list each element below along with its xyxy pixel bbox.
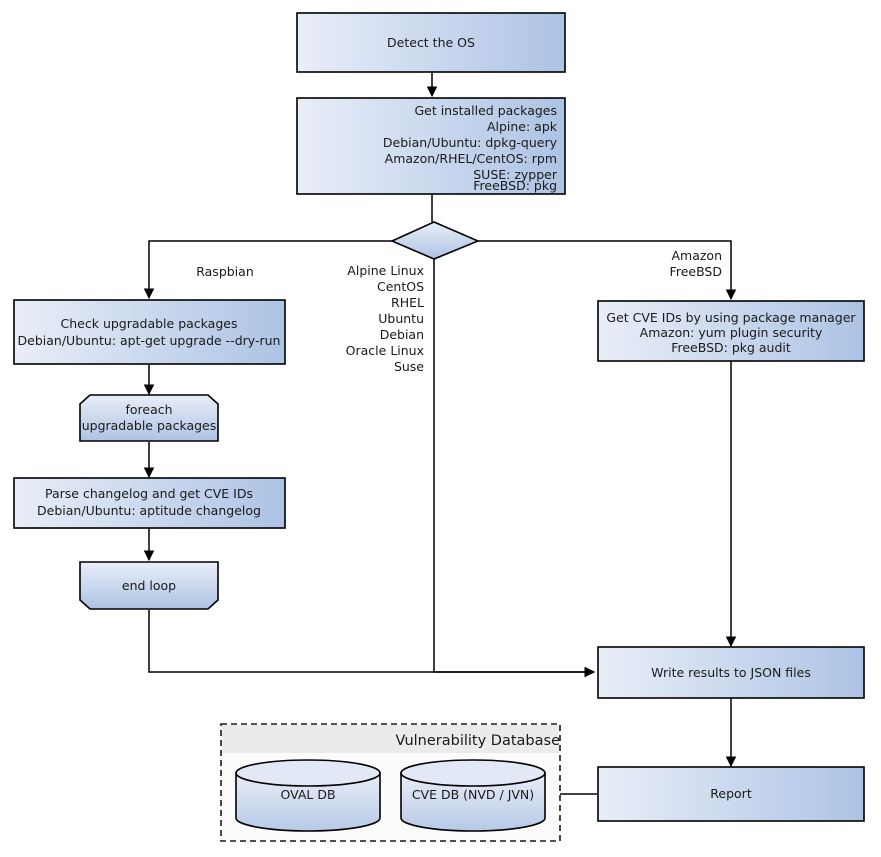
check-upgradable-line-0: Check upgradable packages	[61, 316, 238, 331]
node-get-cve-ids[interactable]: Get CVE IDs by using package manager Ama…	[597, 300, 865, 362]
node-cve-db-label: CVE DB (NVD / JVN)	[412, 787, 534, 802]
os-list-item-1: CentOS	[377, 279, 424, 294]
node-end-loop-label: end loop	[122, 578, 176, 593]
os-list-item-5: Oracle Linux	[346, 343, 424, 358]
group-vulndb-header	[222, 725, 559, 753]
node-check-upgradable-box[interactable]	[13, 299, 286, 365]
node-os-decision-diamond[interactable]	[390, 221, 481, 260]
node-report[interactable]: Report	[597, 766, 865, 822]
node-write-results-box[interactable]	[597, 646, 865, 699]
node-oval-db[interactable]: OVAL DB	[235, 759, 381, 832]
os-list-item-3: Ubuntu	[378, 311, 424, 326]
get-pkgs-line-2: Debian/Ubuntu: dpkg-query	[383, 135, 558, 150]
node-check-upgradable-packages[interactable]: Check upgradable packages Debian/Ubuntu:…	[13, 299, 286, 365]
node-detect-os[interactable]: Detect the OS	[296, 12, 566, 73]
node-write-results[interactable]: Write results to JSON files	[597, 646, 865, 699]
check-upgradable-line-1: Debian/Ubuntu: apt-get upgrade --dry-run	[18, 333, 281, 348]
node-report-label: Report	[710, 786, 752, 801]
os-list-item-6: Suse	[394, 359, 424, 374]
node-get-installed-packages[interactable]: Get installed packages Alpine: apk Debia…	[296, 97, 566, 195]
group-vulndb-title: Vulnerability Database	[396, 733, 561, 749]
os-list-item-4: Debian	[380, 327, 424, 342]
node-end-loop-shape[interactable]	[79, 561, 219, 610]
node-parse-changelog-box[interactable]	[13, 477, 286, 529]
node-cve-db-top	[400, 759, 546, 787]
edge-decision-to-get-cve-ids	[478, 240, 737, 301]
get-cve-line-0: Get CVE IDs by using package manager	[606, 310, 856, 325]
get-cve-line-1: Amazon: yum plugin security	[640, 325, 823, 340]
foreach-line-1: upgradable packages	[82, 418, 217, 433]
get-pkgs-line-4: SUSE: zypper	[473, 167, 558, 182]
node-detect-os-label: Detect the OS	[387, 35, 475, 50]
edge-label-raspbian: Raspbian	[196, 264, 254, 279]
edge-decision-center-to-write-results	[433, 259, 596, 678]
node-parse-changelog[interactable]: Parse changelog and get CVE IDs Debian/U…	[13, 477, 286, 529]
get-cve-line-2: FreeBSD: pkg audit	[671, 340, 791, 355]
node-end-loop[interactable]: end loop	[79, 561, 219, 610]
node-cve-db[interactable]: CVE DB (NVD / JVN)	[400, 759, 546, 832]
node-get-installed-packages-box[interactable]	[296, 97, 566, 195]
amazon-label: Amazon	[671, 248, 722, 263]
group-vulnerability-database: Vulnerability Database OVAL DB CVE DB (N…	[220, 723, 561, 842]
node-oval-db-body[interactable]	[235, 772, 381, 832]
edge-decision-to-check-upgradable	[143, 240, 392, 300]
foreach-line-0: foreach	[125, 402, 172, 417]
os-list-item-2: RHEL	[391, 295, 424, 310]
edge-label-amazon-freebsd: Amazon FreeBSD	[670, 248, 722, 279]
node-os-decision[interactable]	[390, 221, 481, 260]
edge-endloop-to-write-results	[148, 610, 596, 678]
edge-label-center-os-list: Alpine Linux CentOS RHEL Ubuntu Debian O…	[346, 263, 425, 374]
parse-changelog-line-0: Parse changelog and get CVE IDs	[45, 486, 253, 501]
node-get-cve-ids-box[interactable]	[597, 300, 865, 362]
edge-label-raspbian-line-0: Raspbian	[196, 264, 254, 279]
freebsd-label: FreeBSD	[670, 264, 722, 279]
node-foreach-loop-shape[interactable]	[79, 394, 219, 442]
get-pkgs-line-3: Amazon/RHEL/CentOS: rpm	[385, 151, 557, 166]
get-pkgs-line-1: Alpine: apk	[487, 119, 558, 134]
node-foreach-loop[interactable]: foreach upgradable packages	[79, 394, 219, 442]
node-detect-os-box[interactable]	[296, 12, 566, 73]
connectors	[143, 72, 737, 795]
get-pkgs-line-0: Get installed packages	[414, 103, 557, 118]
node-report-box[interactable]	[597, 766, 865, 822]
node-cve-db-body[interactable]	[400, 772, 546, 832]
node-write-results-label: Write results to JSON files	[651, 665, 811, 680]
node-oval-db-top	[235, 759, 381, 787]
get-pkgs-line-5: FreeBSD: pkg	[473, 178, 557, 193]
node-oval-db-label: OVAL DB	[280, 787, 335, 802]
parse-changelog-line-1: Debian/Ubuntu: aptitude changelog	[37, 503, 261, 518]
os-list-item-0: Alpine Linux	[347, 263, 424, 278]
